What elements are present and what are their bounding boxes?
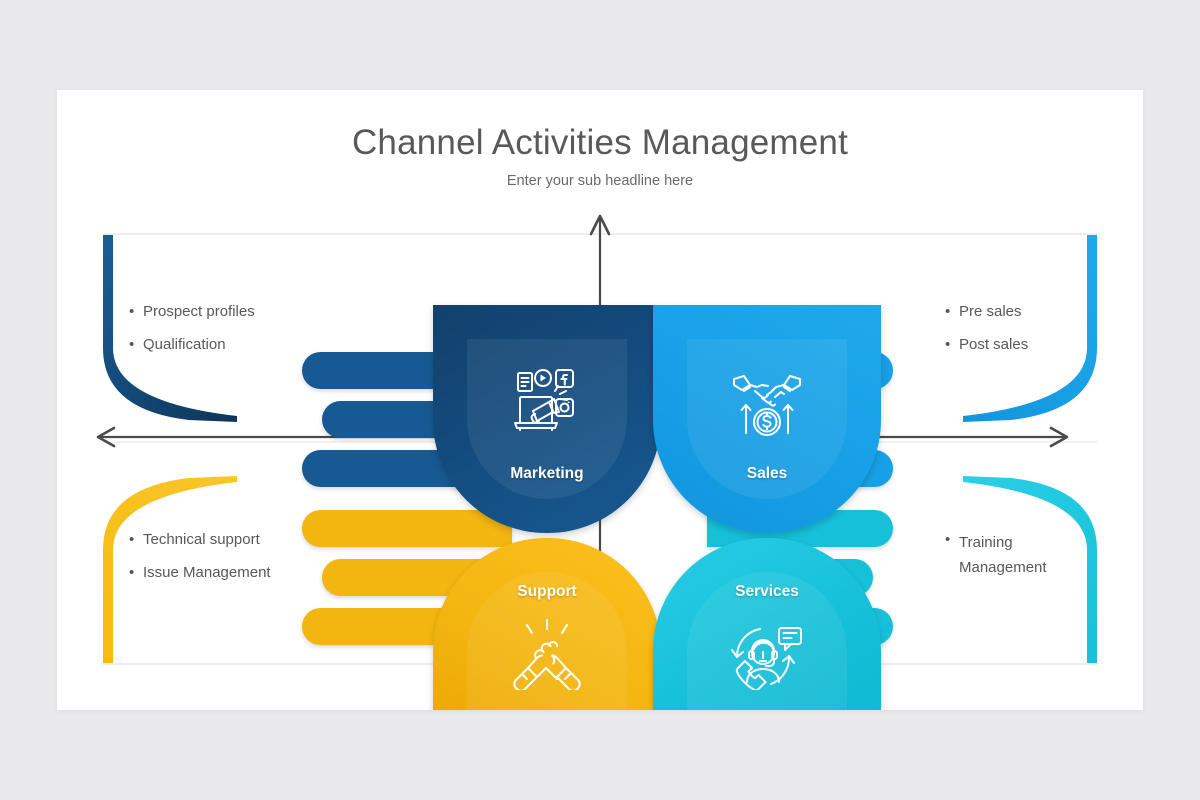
megaphone-social-media-icon — [433, 367, 661, 439]
list-item-label: Post sales — [959, 336, 1029, 353]
list-item-label: Technical support — [143, 531, 260, 548]
clasped-hands-icon — [433, 618, 661, 690]
list-item: • Technical support — [129, 530, 339, 550]
list-item: • Pre sales — [945, 302, 1120, 322]
handshake-money-icon — [653, 365, 881, 441]
slide-canvas: Channel Activities Management Enter your… — [57, 90, 1143, 710]
bullet-marker: • — [129, 303, 135, 320]
list-item: • Training Management — [945, 530, 1120, 580]
bullet-list-marketing: • Prospect profiles • Qualification — [129, 302, 319, 368]
finger-support-1 — [302, 510, 512, 547]
quadrant-support[interactable]: Support — [433, 538, 661, 710]
quadrant-label-support: Support — [517, 583, 577, 600]
quadrant-label-sales: Sales — [746, 465, 788, 482]
list-item-label: Prospect profiles — [143, 303, 255, 320]
page-subtitle: Enter your sub headline here — [506, 173, 694, 189]
list-item-label: Qualification — [143, 336, 226, 353]
bullet-list-support: • Technical support • Issue Management — [129, 530, 339, 596]
quadrant-sales[interactable]: Sales — [653, 305, 881, 533]
list-item: • Issue Management — [129, 563, 339, 583]
list-item-label: Training Management — [959, 534, 1047, 576]
list-item-label: Pre sales — [959, 303, 1022, 320]
list-item: • Qualification — [129, 335, 319, 355]
bullet-marker: • — [945, 303, 951, 320]
support-agent-headset-icon — [653, 618, 881, 690]
petal-shape-services — [653, 538, 881, 710]
list-item: • Post sales — [945, 335, 1120, 355]
bullet-marker: • — [945, 336, 951, 353]
petal-shape-sales — [653, 305, 881, 533]
bullet-list-sales: • Pre sales • Post sales — [945, 302, 1120, 368]
bullet-list-services: • Training Management — [945, 530, 1120, 593]
petal-inner-support — [467, 572, 627, 710]
quadrant-marketing[interactable]: Marketing — [433, 305, 661, 533]
petal-inner-marketing — [467, 339, 627, 499]
bullet-marker: • — [129, 336, 135, 353]
page-title: Channel Activities Management — [351, 123, 849, 162]
quadrant-services[interactable]: Services — [653, 538, 881, 710]
list-item-label: Issue Management — [143, 564, 271, 581]
bullet-marker: • — [129, 531, 135, 548]
bullet-marker: • — [129, 564, 135, 581]
bullet-marker: • — [945, 531, 951, 548]
petal-shape-marketing — [433, 305, 661, 533]
petal-inner-sales — [687, 339, 847, 499]
quadrant-label-services: Services — [735, 583, 799, 600]
quadrant-label-marketing: Marketing — [510, 465, 584, 482]
list-item: • Prospect profiles — [129, 302, 319, 322]
